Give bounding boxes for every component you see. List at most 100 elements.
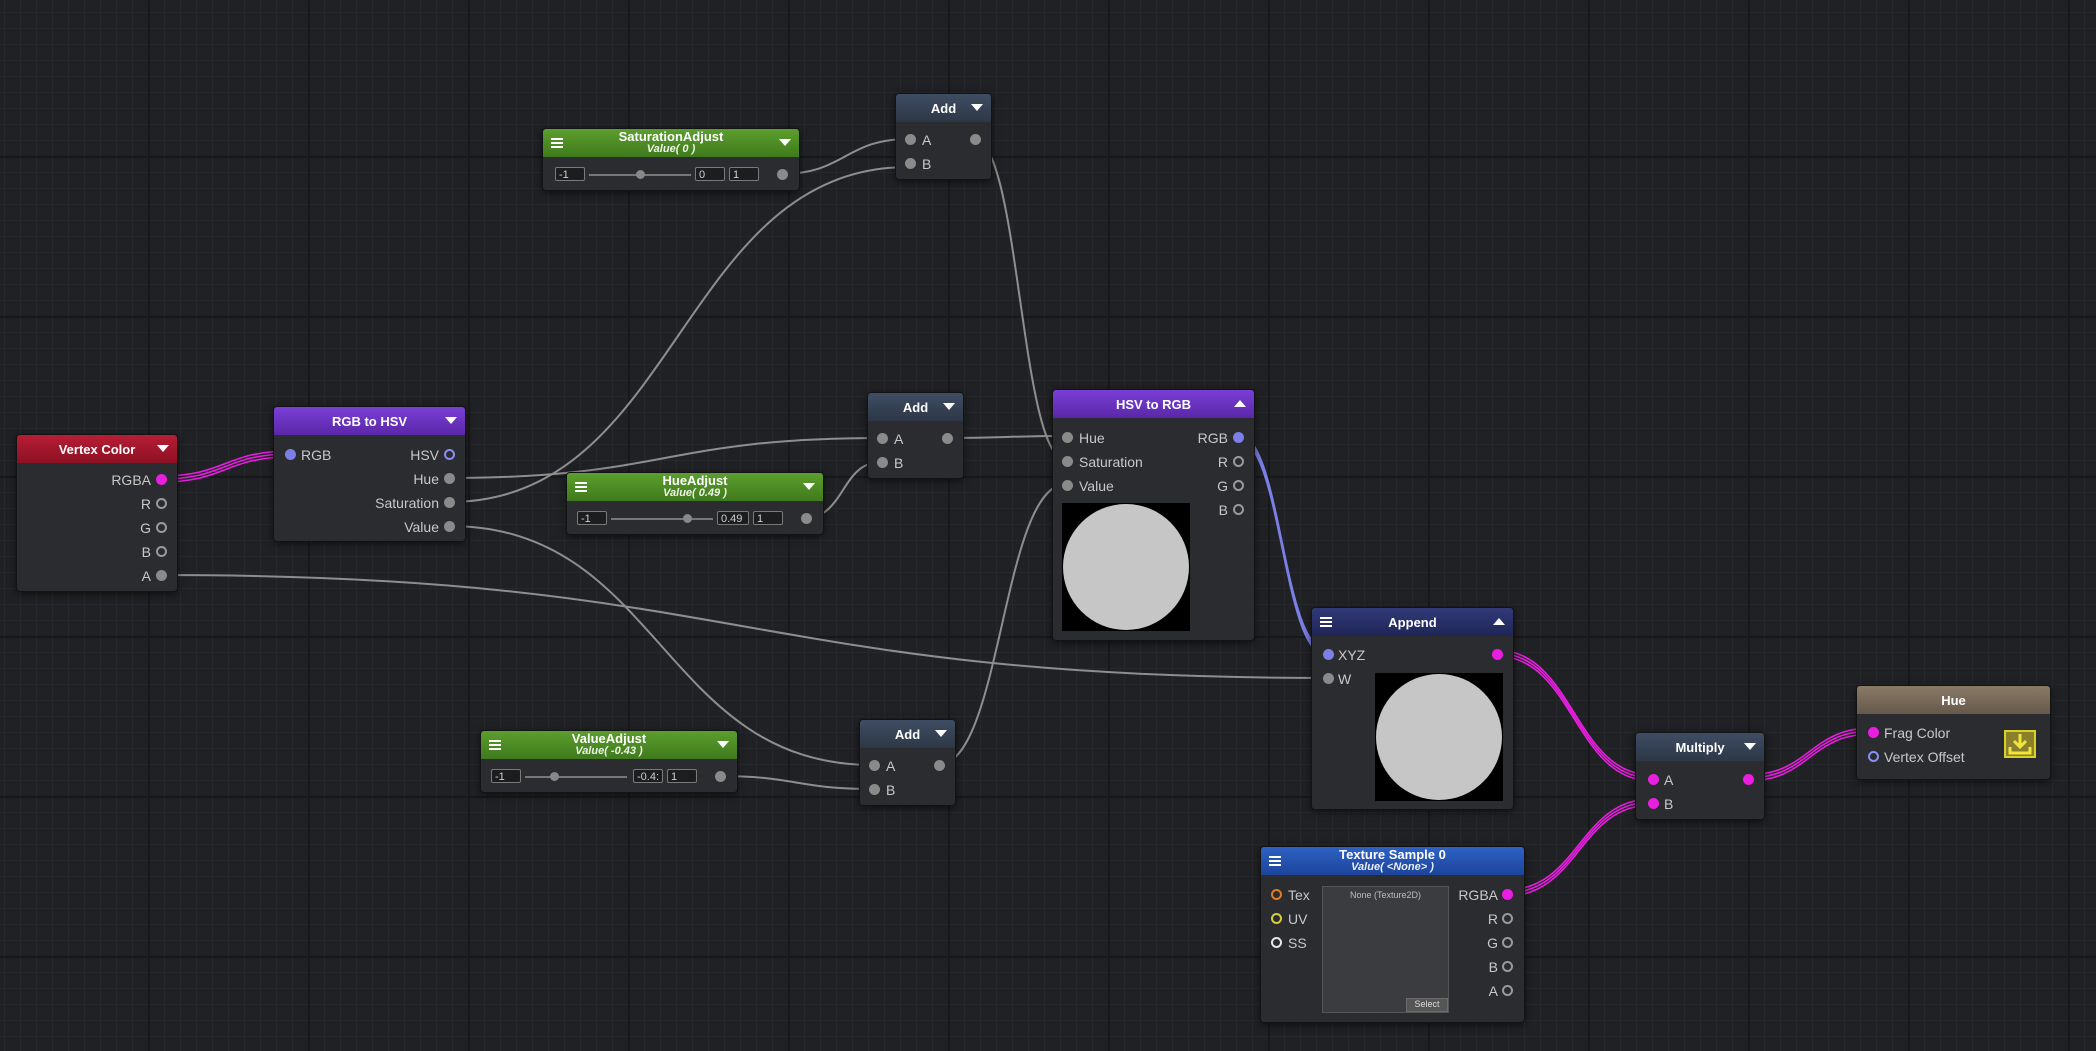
min-field[interactable]: -1: [555, 167, 585, 181]
input-port-value[interactable]: [1062, 480, 1073, 491]
dropdown-arrow-icon[interactable]: [717, 741, 729, 748]
output-port-hsv[interactable]: [444, 449, 455, 460]
output-port-hue[interactable]: [444, 473, 455, 484]
input-port-ss[interactable]: [1271, 937, 1282, 948]
output-port-rgba[interactable]: [1502, 889, 1513, 900]
output-port[interactable]: [942, 433, 953, 444]
value-field[interactable]: 0.49: [717, 511, 749, 525]
add-node-top[interactable]: Add A B: [895, 93, 992, 180]
input-port-a[interactable]: [1648, 774, 1659, 785]
add-node-middle[interactable]: Add A B: [867, 392, 964, 479]
max-field[interactable]: 1: [753, 511, 783, 525]
node-header[interactable]: Append: [1312, 608, 1513, 636]
input-port-a[interactable]: [877, 433, 888, 444]
max-field[interactable]: 1: [667, 769, 697, 783]
input-port-a[interactable]: [869, 760, 880, 771]
node-header[interactable]: Add: [860, 720, 955, 748]
texture-slot[interactable]: None (Texture2D) Select: [1322, 886, 1449, 1013]
hue-adjust-node[interactable]: HueAdjust Value( 0.49 ) -1 0.49 1: [566, 472, 824, 535]
slider-track[interactable]: [611, 518, 713, 520]
output-port-b[interactable]: [1502, 961, 1513, 972]
dropdown-arrow-icon[interactable]: [943, 403, 955, 410]
output-port[interactable]: [1743, 774, 1754, 785]
input-port-vertex-offset[interactable]: [1868, 751, 1879, 762]
dropdown-arrow-icon[interactable]: [1744, 743, 1756, 750]
node-header[interactable]: HSV to RGB: [1053, 390, 1254, 418]
output-port-g[interactable]: [156, 522, 167, 533]
select-texture-button[interactable]: Select: [1406, 998, 1448, 1012]
saturation-adjust-node[interactable]: SaturationAdjust Value( 0 ) -1 0 1: [542, 128, 800, 191]
node-header[interactable]: RGB to HSV: [274, 407, 465, 435]
node-header[interactable]: Add: [896, 94, 991, 122]
hsv-to-rgb-node[interactable]: HSV to RGB Hue Saturation Value RGB R G …: [1052, 389, 1255, 641]
output-port-b[interactable]: [156, 546, 167, 557]
append-node[interactable]: Append XYZ W: [1311, 607, 1514, 810]
input-port-hue[interactable]: [1062, 432, 1073, 443]
value-adjust-node[interactable]: ValueAdjust Value( -0.43 ) -1 -0.4: 1: [480, 730, 738, 793]
output-port[interactable]: [777, 169, 788, 180]
menu-icon[interactable]: [489, 740, 501, 750]
menu-icon[interactable]: [575, 482, 587, 492]
add-node-bottom[interactable]: Add A B: [859, 719, 956, 806]
hue-output-node[interactable]: Hue Frag Color Vertex Offset: [1856, 685, 2051, 780]
multiply-node[interactable]: Multiply A B: [1635, 732, 1765, 820]
slider-track[interactable]: [525, 776, 627, 778]
dropdown-arrow-icon[interactable]: [935, 730, 947, 737]
value-field[interactable]: 0: [695, 167, 725, 181]
output-port-r[interactable]: [1502, 913, 1513, 924]
input-port-w[interactable]: [1323, 673, 1334, 684]
dropdown-arrow-icon[interactable]: [779, 139, 791, 146]
input-port-frag-color[interactable]: [1868, 727, 1879, 738]
dropdown-arrow-icon[interactable]: [803, 483, 815, 490]
max-field[interactable]: 1: [729, 167, 759, 181]
node-header[interactable]: ValueAdjust Value( -0.43 ): [481, 731, 737, 759]
input-port-xyz[interactable]: [1323, 649, 1334, 660]
dropdown-arrow-icon[interactable]: [157, 445, 169, 452]
output-port-b[interactable]: [1233, 504, 1244, 515]
input-port-rgb[interactable]: [285, 449, 296, 460]
dropdown-arrow-icon[interactable]: [445, 417, 457, 424]
node-header[interactable]: Hue: [1857, 686, 2050, 714]
input-port-a[interactable]: [905, 134, 916, 145]
min-field[interactable]: -1: [491, 769, 521, 783]
output-port-a[interactable]: [156, 570, 167, 581]
collapse-arrow-icon[interactable]: [1493, 618, 1505, 625]
node-header[interactable]: Add: [868, 393, 963, 421]
output-port-value[interactable]: [444, 521, 455, 532]
slider-thumb[interactable]: [550, 772, 560, 781]
input-port-tex[interactable]: [1271, 889, 1282, 900]
vertex-color-node[interactable]: Vertex Color RGBA R G B A: [16, 434, 178, 592]
input-port-b[interactable]: [1648, 798, 1659, 809]
output-port[interactable]: [715, 771, 726, 782]
node-header[interactable]: SaturationAdjust Value( 0 ): [543, 129, 799, 157]
output-port-rgb[interactable]: [1233, 432, 1244, 443]
output-port[interactable]: [934, 760, 945, 771]
input-port-b[interactable]: [905, 158, 916, 169]
node-header[interactable]: Vertex Color: [17, 435, 177, 463]
output-port-g[interactable]: [1502, 937, 1513, 948]
menu-icon[interactable]: [551, 138, 563, 148]
node-header[interactable]: Multiply: [1636, 733, 1764, 761]
input-port-b[interactable]: [877, 457, 888, 468]
rgb-to-hsv-node[interactable]: RGB to HSV RGB HSV Hue Saturation Value: [273, 406, 466, 542]
output-port-r[interactable]: [1233, 456, 1244, 467]
menu-icon[interactable]: [1320, 617, 1332, 627]
output-port[interactable]: [1492, 649, 1503, 660]
output-port-rgba[interactable]: [156, 474, 167, 485]
menu-icon[interactable]: [1269, 856, 1281, 866]
slider-thumb[interactable]: [636, 170, 645, 179]
node-header[interactable]: Texture Sample 0 Value( <None> ): [1261, 847, 1524, 875]
value-field[interactable]: -0.4:: [633, 769, 663, 783]
output-port[interactable]: [801, 513, 812, 524]
output-port-a[interactable]: [1502, 985, 1513, 996]
output-port[interactable]: [970, 134, 981, 145]
min-field[interactable]: -1: [577, 511, 607, 525]
node-header[interactable]: HueAdjust Value( 0.49 ): [567, 473, 823, 501]
input-port-saturation[interactable]: [1062, 456, 1073, 467]
output-port-g[interactable]: [1233, 480, 1244, 491]
input-port-b[interactable]: [869, 784, 880, 795]
output-port-r[interactable]: [156, 498, 167, 509]
input-port-uv[interactable]: [1271, 913, 1282, 924]
dropdown-arrow-icon[interactable]: [971, 104, 983, 111]
texture-sample-node[interactable]: Texture Sample 0 Value( <None> ) Tex UV …: [1260, 846, 1525, 1023]
